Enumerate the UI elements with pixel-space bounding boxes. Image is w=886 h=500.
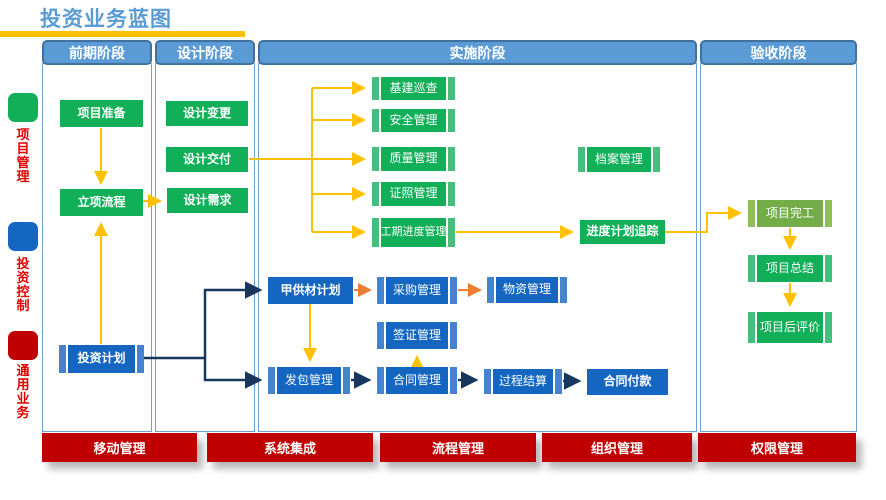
bottom-bar-mobile-management: 移动管理 bbox=[42, 433, 197, 462]
node-project-approval-process: 立项流程 bbox=[60, 189, 143, 216]
node-project-post-evaluation: 项目后评价 bbox=[748, 312, 832, 343]
legend-label-project-management: 项目管理 bbox=[16, 127, 30, 185]
phase-header-design-stage: 设计阶段 bbox=[155, 40, 255, 65]
node-progress-plan-tracking: 进度计划追踪 bbox=[580, 220, 665, 244]
node-contract-management: 合同管理 bbox=[377, 367, 457, 394]
legend-label-investment-control: 投资控制 bbox=[16, 256, 30, 314]
node-project-completion: 项目完工 bbox=[748, 200, 832, 227]
bottom-bar-organization-management: 组织管理 bbox=[542, 433, 692, 462]
node-infrastructure-inspection: 基建巡查 bbox=[372, 77, 455, 100]
node-license-management: 证照管理 bbox=[372, 182, 455, 206]
node-procurement-management: 采购管理 bbox=[377, 277, 457, 304]
node-safety-management: 安全管理 bbox=[372, 109, 455, 132]
legend-label-general-business: 通用业务 bbox=[16, 363, 30, 421]
bottom-bar-permission-management: 权限管理 bbox=[698, 433, 856, 462]
legend-swatch-investment-control bbox=[8, 222, 38, 251]
node-contract-payment: 合同付款 bbox=[587, 369, 668, 395]
page-title: 投资业务蓝图 bbox=[40, 8, 172, 31]
phase-header-implementation-stage: 实施阶段 bbox=[258, 40, 697, 65]
node-quality-management: 质量管理 bbox=[372, 147, 455, 171]
column-body-acceptance-stage bbox=[700, 63, 857, 432]
bottom-bar-system-integration: 系统集成 bbox=[207, 433, 373, 462]
node-investment-plan: 投资计划 bbox=[59, 345, 144, 373]
node-visa-management: 签证管理 bbox=[377, 322, 457, 349]
node-project-summary: 项目总结 bbox=[748, 255, 832, 282]
node-project-preparation: 项目准备 bbox=[60, 100, 143, 127]
node-contract-awarding-management: 发包管理 bbox=[268, 367, 350, 394]
title-underline bbox=[0, 31, 245, 37]
node-archive-management: 档案管理 bbox=[578, 147, 660, 172]
legend-swatch-project-management bbox=[8, 93, 38, 122]
node-design-delivery: 设计交付 bbox=[166, 147, 248, 172]
legend-swatch-general-business bbox=[8, 331, 38, 360]
phase-header-acceptance-stage: 验收阶段 bbox=[700, 40, 857, 65]
bottom-bar-process-management: 流程管理 bbox=[380, 433, 536, 462]
node-owner-supplied-material-plan: 甲供材计划 bbox=[268, 277, 353, 304]
node-design-requirement: 设计需求 bbox=[167, 188, 248, 213]
node-design-change: 设计变更 bbox=[166, 101, 248, 126]
node-schedule-progress-management: 工期进度管理 bbox=[372, 218, 455, 247]
node-material-management: 物资管理 bbox=[487, 277, 567, 303]
phase-header-early-stage: 前期阶段 bbox=[42, 40, 152, 65]
node-process-settlement: 过程结算 bbox=[484, 369, 562, 394]
